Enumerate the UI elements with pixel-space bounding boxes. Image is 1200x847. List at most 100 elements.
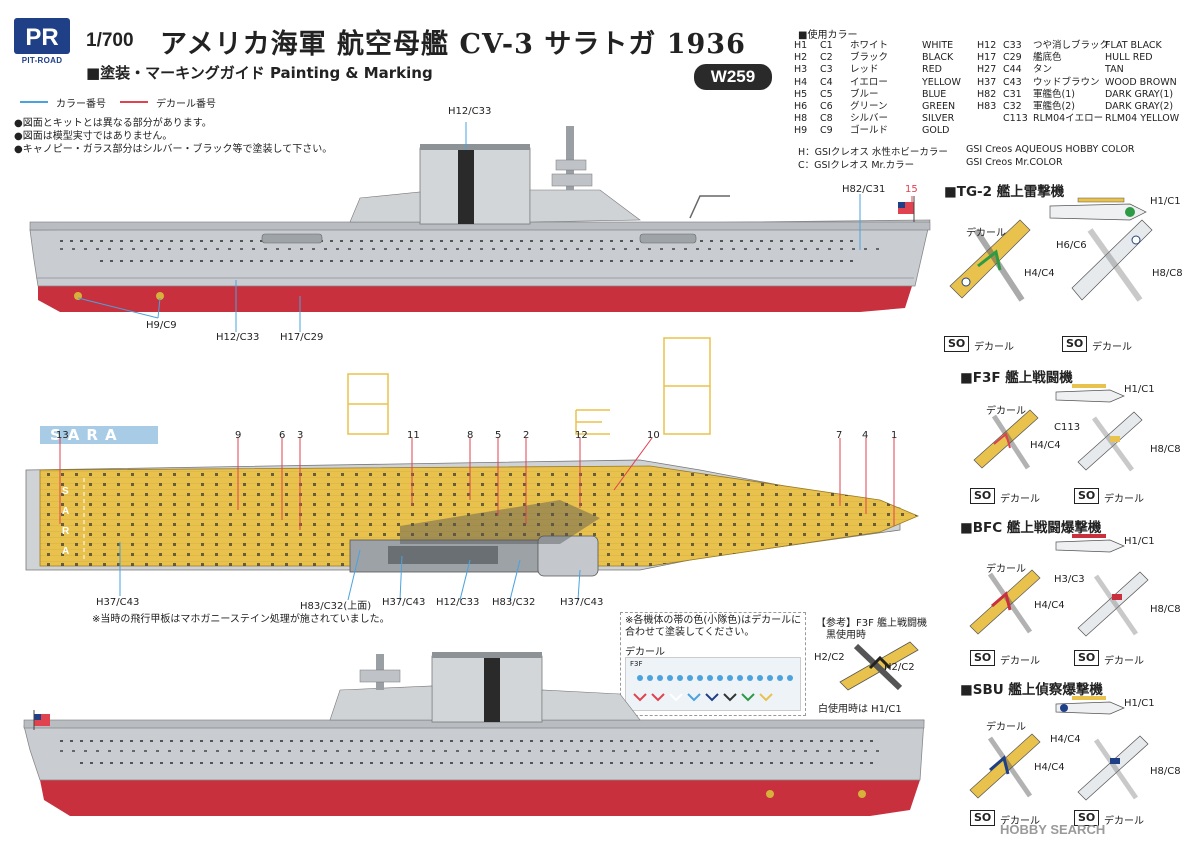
propeller-color-label: H9/C9 — [146, 320, 177, 331]
side-view-starboard — [29, 122, 931, 332]
svg-text:R: R — [62, 526, 70, 537]
aircraft-title-sbu: ■SBU 艦上偵察爆撃機 — [960, 682, 1103, 698]
color-table-cell: FLAT BLACK — [1105, 40, 1162, 51]
note-1: ●図面とキットとは異なる部分があります。 — [14, 118, 212, 129]
f3f-under-label: C113 — [1054, 422, 1081, 433]
color-table-cell: H27 — [977, 64, 997, 76]
color-table-cell: H8 — [794, 113, 808, 125]
bfc-color-2: H8/C8 — [1150, 604, 1181, 615]
color-table-cell: つや消しブラック — [1033, 40, 1110, 51]
waterline-color-label: H12/C33 — [216, 332, 260, 343]
color-table-cell: GOLD — [922, 125, 950, 137]
color-table-cell: C33 — [1003, 40, 1022, 51]
scale-label: 1/700 — [86, 30, 134, 51]
deck-number-outlines — [347, 337, 711, 435]
boat-deck-label: H37/C43 — [382, 597, 426, 608]
logo-letters: PR — [25, 24, 58, 51]
product-code-badge: W259 — [694, 64, 772, 90]
bfc-so-decal-2: デカール — [1104, 656, 1144, 667]
f3f-color-1: H4/C4 — [1030, 440, 1061, 451]
sbu-color-2: H8/C8 — [1150, 766, 1181, 777]
aircraft-art-bfc — [969, 534, 1149, 637]
decal-number-legend-line — [120, 101, 148, 103]
deck-color-label: H37/C43 — [96, 597, 140, 608]
funnel-black-stripe — [458, 148, 474, 224]
decal-note-text: ※各機体の帯の色(小隊色)はデカールに合わせて塗装してください。 — [625, 615, 802, 638]
decal-sheet-label: F3F — [630, 660, 643, 668]
color-table-cell: C31 — [1003, 88, 1022, 100]
color-table-cell: RLM04イエロー — [1033, 113, 1104, 125]
page-subtitle: ■塗装・マーキングガイド Painting & Marking — [86, 64, 433, 82]
color-source-c: C：GSIクレオス Mr.カラー — [798, 160, 915, 171]
color-table-cell: WOOD BROWN — [1105, 76, 1177, 88]
color-table-cell: RED — [922, 64, 942, 76]
f3f-so-decal: デカール — [1000, 494, 1040, 505]
color-source-h-en: GSI Creos AQUEOUS HOBBY COLOR — [966, 144, 1135, 155]
color-table-cell: WHITE — [922, 40, 954, 51]
color-table-cell: 軍艦色(2) — [1033, 101, 1075, 113]
port-hull-bottom-red — [40, 780, 920, 816]
side-view-port — [23, 652, 925, 816]
color-table-cell: GREEN — [922, 101, 956, 113]
page-title: アメリカ海軍 航空母艦 CV-3 サラトガ 1936 — [160, 29, 746, 60]
decal-num-9: 9 — [235, 430, 242, 441]
color-table-cell: イエロー — [850, 76, 888, 88]
color-table-cell: グリーン — [850, 101, 888, 113]
tg2-top-wing — [949, 219, 1031, 299]
decal-sheet-art — [633, 675, 793, 702]
sbu-color-1: H4/C4 — [1034, 762, 1065, 773]
color-table-cell: ブルー — [850, 88, 879, 100]
color-table-cell: TAN — [1105, 64, 1124, 76]
decal-num-7: 7 — [836, 430, 843, 441]
color-table-cell: YELLOW — [922, 76, 961, 88]
decal-num-12: 12 — [575, 430, 588, 441]
color-table-cell: ウッドブラウン — [1033, 76, 1100, 88]
tg2-so-badge: SO — [944, 336, 970, 352]
color-table-cell: H2 — [794, 52, 808, 64]
decal-note-box: ※各機体の帯の色(小隊色)はデカールに合わせて塗装してください。 デカール F3… — [620, 612, 806, 716]
f3f-decal-label: デカール — [986, 406, 1026, 417]
hull-bottom-color-label: H17/C29 — [280, 332, 324, 343]
sbu-side-label: H1/C1 — [1124, 698, 1155, 709]
color-table-cell: H1 — [794, 40, 808, 51]
bfc-so-badge-2: SO — [1074, 650, 1100, 666]
sbu-so-decal: デカール — [1000, 816, 1040, 827]
decal-num-5: 5 — [495, 430, 502, 441]
funnel — [419, 147, 531, 225]
watermark: HOBBY SEARCH — [1000, 822, 1106, 837]
note-2: ●図面は模型実寸ではありません。 — [14, 131, 173, 142]
decal-num-1: 1 — [891, 430, 898, 441]
color-table-cell: DARK GRAY(1) — [1105, 88, 1174, 100]
funnel-top-label: H12/C33 — [436, 597, 480, 608]
color-table-cell: H83 — [977, 101, 997, 113]
tg2-color-1: H4/C4 — [1024, 268, 1055, 279]
decal-num-8: 8 — [467, 430, 474, 441]
decal-num-3: 3 — [297, 430, 304, 441]
color-table-cell: C6 — [820, 101, 833, 113]
color-table-cell: DARK GRAY(2) — [1105, 101, 1174, 113]
outline-digit — [575, 409, 610, 435]
color-table-cell: H3 — [794, 64, 808, 76]
aft-deck-label: H37/C43 — [560, 597, 604, 608]
decal-num-13: 13 — [56, 430, 69, 441]
color-table-cell: SILVER — [922, 113, 955, 125]
color-table-cell: シルバー — [850, 113, 889, 125]
color-table-cell: C3 — [820, 64, 833, 76]
decal-sheet: F3F — [625, 657, 801, 711]
bfc-color-1: H4/C4 — [1034, 600, 1065, 611]
color-table-cell: H5 — [794, 88, 808, 100]
portholes — [60, 240, 860, 242]
color-table-cell: H17 — [977, 52, 997, 64]
tg2-so-badge-2: SO — [1062, 336, 1088, 352]
color-table-cell: C43 — [1003, 76, 1022, 88]
color-table-cell: H4 — [794, 76, 808, 88]
brand-logo: PR PIT-ROAD — [14, 18, 70, 66]
color-table-cell: H82 — [977, 88, 997, 100]
color-table-cell: BLUE — [922, 88, 947, 100]
